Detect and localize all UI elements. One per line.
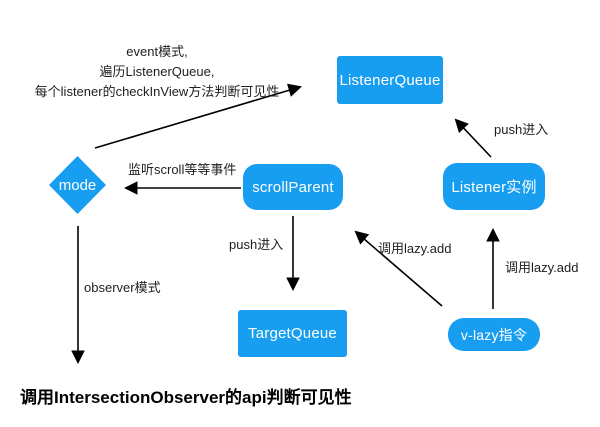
event-mode-note: event模式, 遍历ListenerQueue, 每个listener的che… bbox=[12, 42, 302, 102]
node-listener-instance: Listener实例 bbox=[443, 163, 545, 210]
call-lazy-add-label-left: 调用lazy.add bbox=[378, 241, 452, 256]
node-listener-queue: ListenerQueue bbox=[337, 56, 443, 104]
intersection-observer-conclusion: 调用IntersectionObserver的api判断可见性 bbox=[20, 388, 352, 407]
node-v-lazy-directive: v-lazy指令 bbox=[448, 318, 540, 351]
push-into-label-center: push进入 bbox=[229, 237, 284, 252]
observer-mode-label: observer模式 bbox=[84, 280, 161, 295]
arrow-mode-to-listenerqueue bbox=[94, 83, 302, 149]
event-mode-note-line3: 每个listener的checkInView方法判断可见性 bbox=[34, 84, 280, 99]
node-scroll-parent: scrollParent bbox=[243, 164, 343, 210]
listen-scroll-events-label: 监听scroll等等事件 bbox=[128, 162, 237, 177]
node-target-queue: TargetQueue bbox=[238, 310, 347, 357]
event-mode-note-line2: 遍历ListenerQueue, bbox=[99, 64, 215, 79]
arrow-vlazy-to-scrollparent bbox=[354, 230, 443, 307]
event-mode-note-line1: event模式, bbox=[126, 44, 188, 59]
push-into-label-top-right: push进入 bbox=[494, 122, 549, 137]
arrow-listener-instance-to-listenerqueue bbox=[454, 118, 492, 158]
call-lazy-add-label-right: 调用lazy.add bbox=[505, 260, 579, 275]
